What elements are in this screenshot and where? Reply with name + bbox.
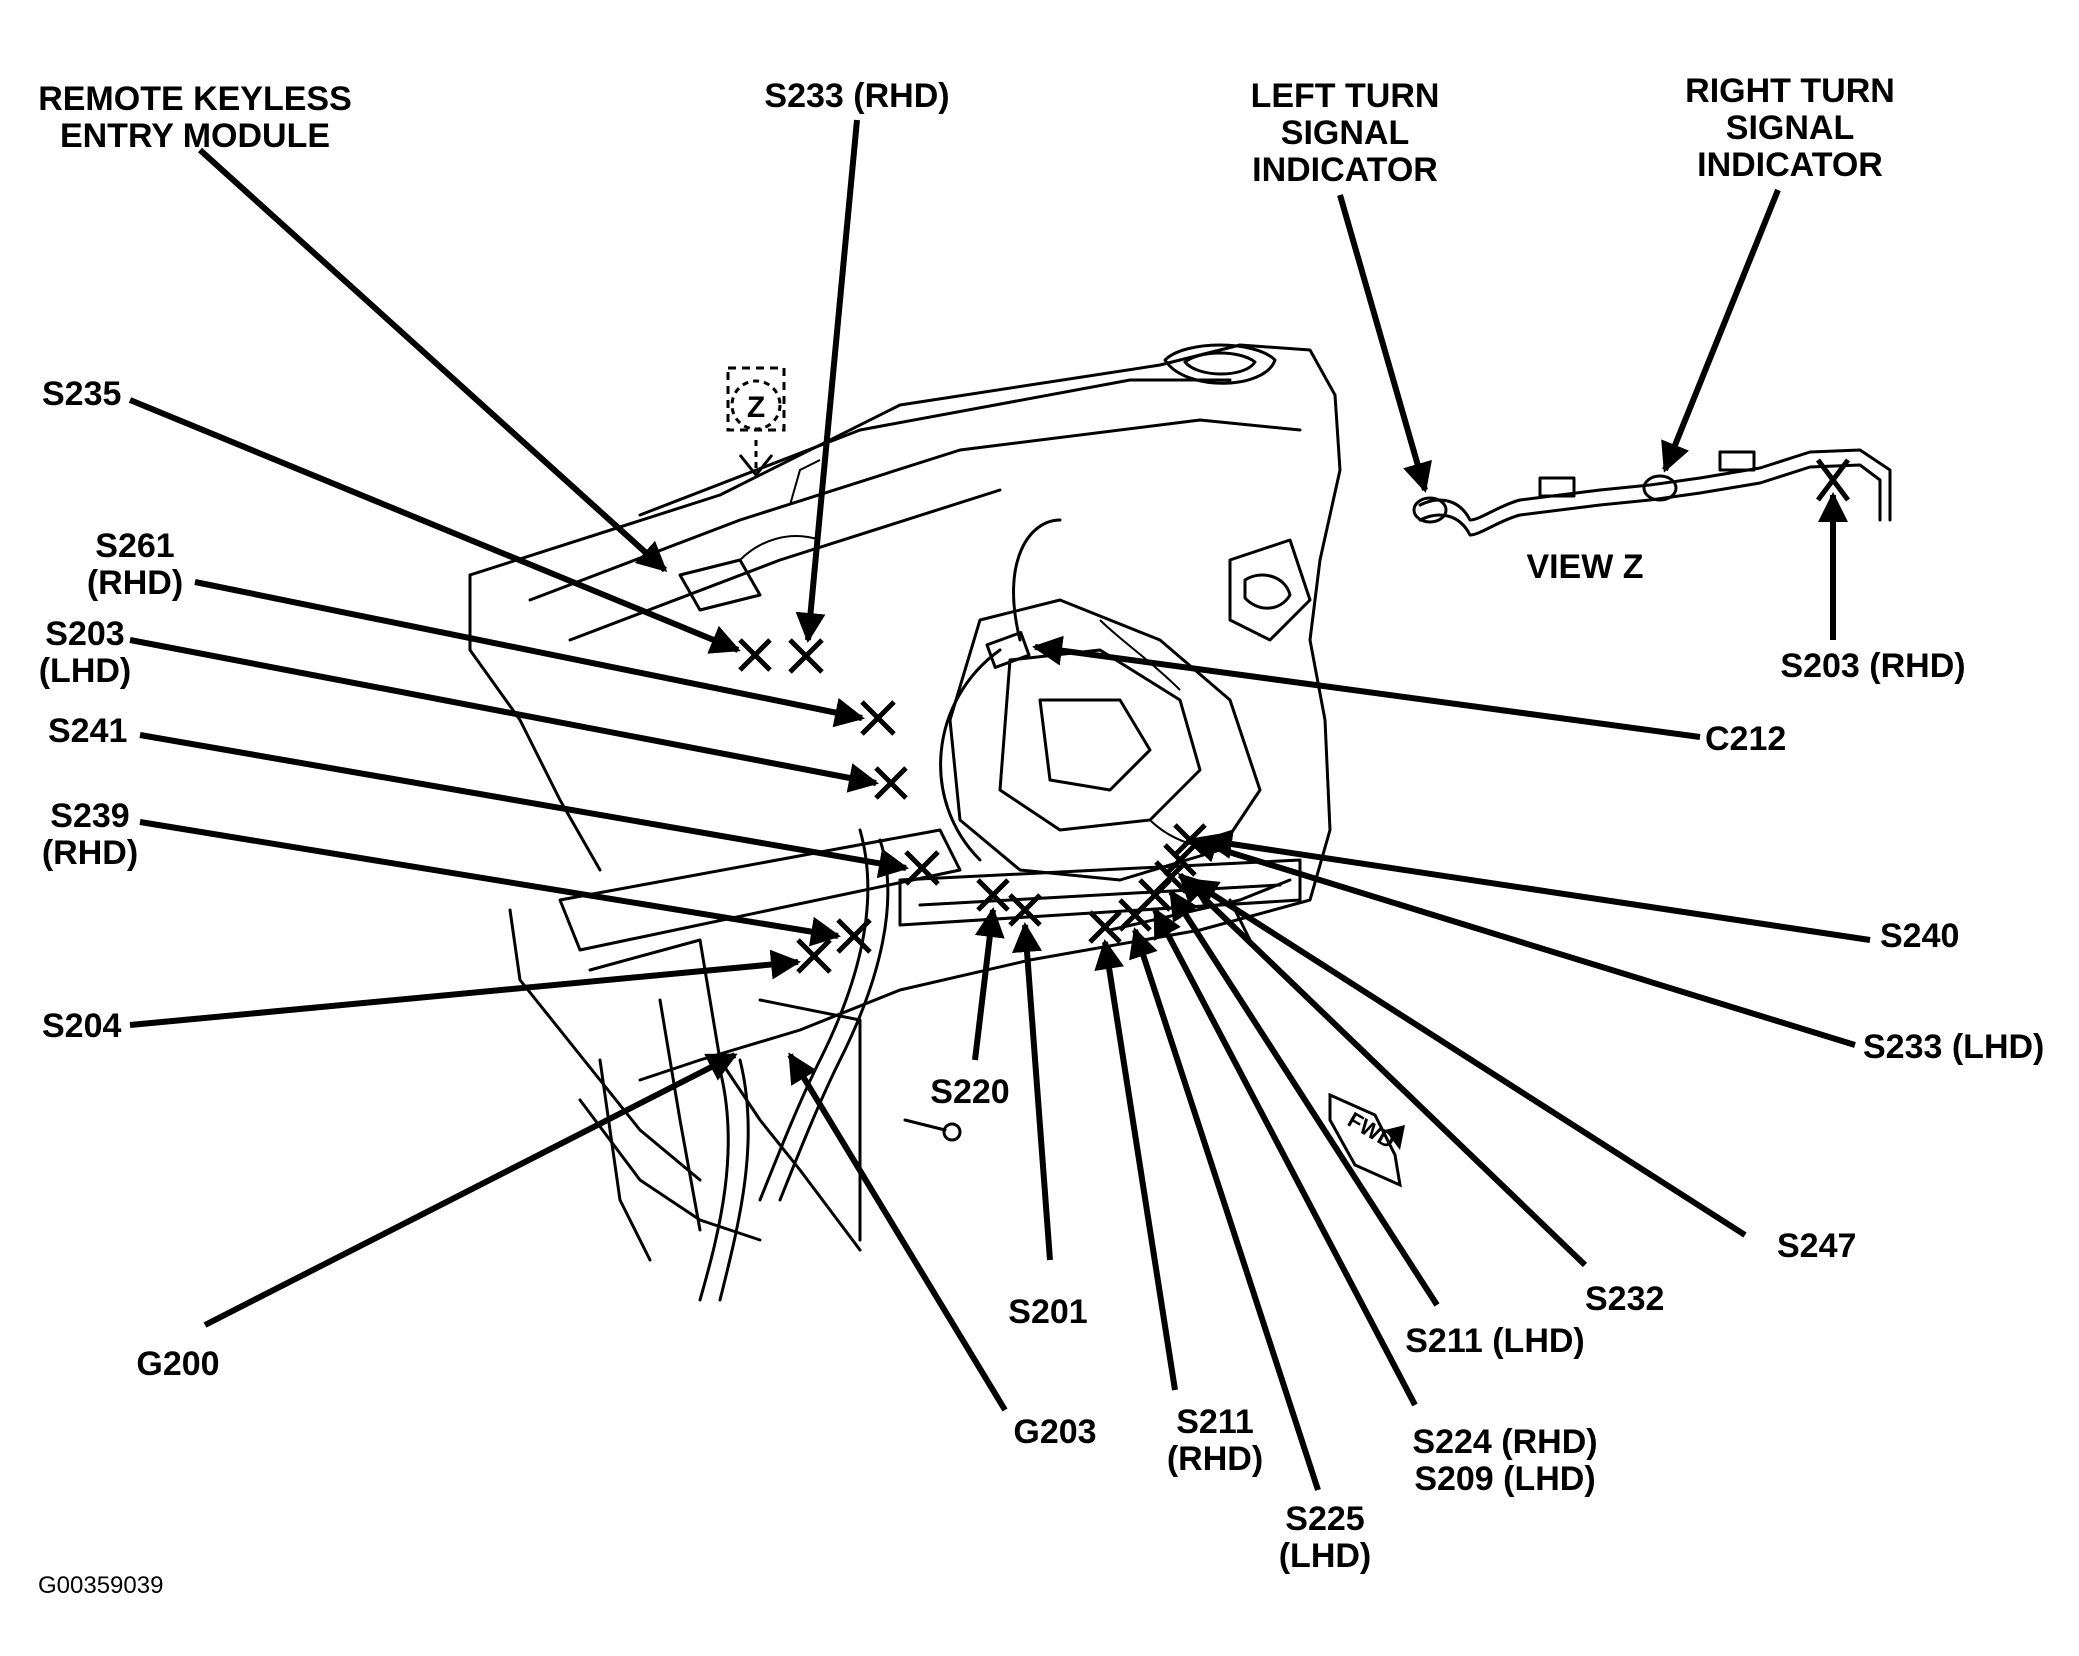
- label-right-turn-line1: RIGHT TURN: [1685, 72, 1895, 110]
- label-right-turn-line3: INDICATOR: [1697, 146, 1883, 184]
- splice-x-s233-rhd: [788, 638, 824, 674]
- label-s247: S247: [1777, 1227, 1856, 1265]
- leader-s201: [1012, 922, 1053, 1261]
- splice-x-s241: [904, 850, 940, 886]
- label-remote-keyless-line2: ENTRY MODULE: [60, 117, 330, 155]
- label-s211-lhd: S211 (LHD): [1405, 1322, 1585, 1360]
- leader-s211-lhd: [1168, 889, 1440, 1307]
- label-s233-rhd: S233 (RHD): [764, 77, 949, 115]
- label-s241: S241: [48, 712, 127, 750]
- label-s233-lhd: S233 (LHD): [1863, 1028, 2044, 1066]
- label-s261-line1: S261: [95, 527, 174, 565]
- label-s204: S204: [42, 1007, 121, 1045]
- callout-labels: REMOTE KEYLESS ENTRY MODULE S233 (RHD) L…: [38, 72, 2044, 1599]
- label-s209-lhd: S209 (LHD): [1414, 1460, 1595, 1498]
- label-s203-rhd: S203 (RHD): [1780, 647, 1965, 685]
- splice-x-s204: [796, 938, 832, 974]
- leader-s211-rhd: [1094, 939, 1178, 1391]
- view-z-harness: [1412, 448, 1892, 537]
- leader-s261: [194, 579, 865, 728]
- leader-g203: [787, 1052, 1008, 1412]
- leader-s235: [128, 397, 741, 654]
- leader-s247: [1187, 877, 1747, 1238]
- leader-s233-rhd: [795, 119, 860, 643]
- label-left-turn-line3: INDICATOR: [1252, 151, 1438, 189]
- label-left-turn-line1: LEFT TURN: [1251, 77, 1440, 115]
- splice-x-s239: [836, 918, 872, 954]
- view-z-marker: Z: [726, 366, 786, 478]
- label-s220: S220: [930, 1073, 1009, 1111]
- leader-right-turn: [1661, 188, 1781, 473]
- splice-x-s220: [976, 878, 1010, 912]
- label-s239-line2: (RHD): [42, 834, 138, 872]
- label-g203: G203: [1013, 1413, 1096, 1451]
- leader-s233-lhd: [1187, 833, 1856, 1048]
- leader-lines: [128, 119, 1871, 1491]
- leader-g200: [203, 1052, 738, 1328]
- label-s239-line1: S239: [50, 797, 129, 835]
- label-s211-rhd-line2: (RHD): [1167, 1440, 1263, 1478]
- leader-left-turn: [1337, 194, 1432, 493]
- label-s224-rhd: S224 (RHD): [1412, 1423, 1597, 1461]
- figure-id-label: G00359039: [38, 1572, 163, 1599]
- label-s240: S240: [1880, 917, 1959, 955]
- label-s261-line2: (RHD): [87, 564, 183, 602]
- leader-s239: [139, 819, 841, 947]
- label-s211-rhd-line1: S211: [1176, 1403, 1254, 1441]
- z-marker-label: Z: [747, 391, 765, 424]
- label-s232: S232: [1585, 1280, 1664, 1318]
- leader-s232: [1177, 872, 1588, 1268]
- label-s225-line2: (LHD): [1279, 1537, 1372, 1575]
- label-right-turn-line2: SIGNAL: [1726, 109, 1854, 147]
- splice-x-s261: [860, 700, 896, 736]
- leader-s225: [1129, 927, 1321, 1491]
- label-remote-keyless-line1: REMOTE KEYLESS: [38, 80, 352, 118]
- label-left-turn-line2: SIGNAL: [1281, 114, 1409, 152]
- leader-s224: [1152, 907, 1418, 1407]
- label-view-z: VIEW Z: [1526, 548, 1643, 586]
- leader-s220: [972, 907, 1005, 1061]
- label-s203-lhd-line1: S203: [45, 615, 124, 653]
- leader-s241: [139, 732, 909, 879]
- splice-markers: [738, 458, 1850, 974]
- leader-s204: [129, 949, 801, 1028]
- leader-remote-keyless: [197, 147, 668, 573]
- splice-x-s211-rhd: [1088, 910, 1122, 944]
- label-s225-line1: S225: [1285, 1500, 1364, 1538]
- label-s201: S201: [1008, 1293, 1087, 1331]
- splice-x-s203-lhd: [874, 766, 908, 800]
- label-s235: S235: [42, 375, 121, 413]
- leader-s240: [1202, 829, 1871, 943]
- label-g200: G200: [136, 1345, 219, 1383]
- forward-direction-indicator: FWD: [1328, 1092, 1405, 1188]
- label-s203-lhd-line2: (LHD): [39, 652, 132, 690]
- splice-x-s201: [1008, 893, 1042, 927]
- leader-c212: [1032, 635, 1701, 740]
- label-c212: C212: [1705, 720, 1786, 758]
- splice-x-s235: [738, 638, 772, 672]
- leader-s203-lhd: [129, 637, 879, 793]
